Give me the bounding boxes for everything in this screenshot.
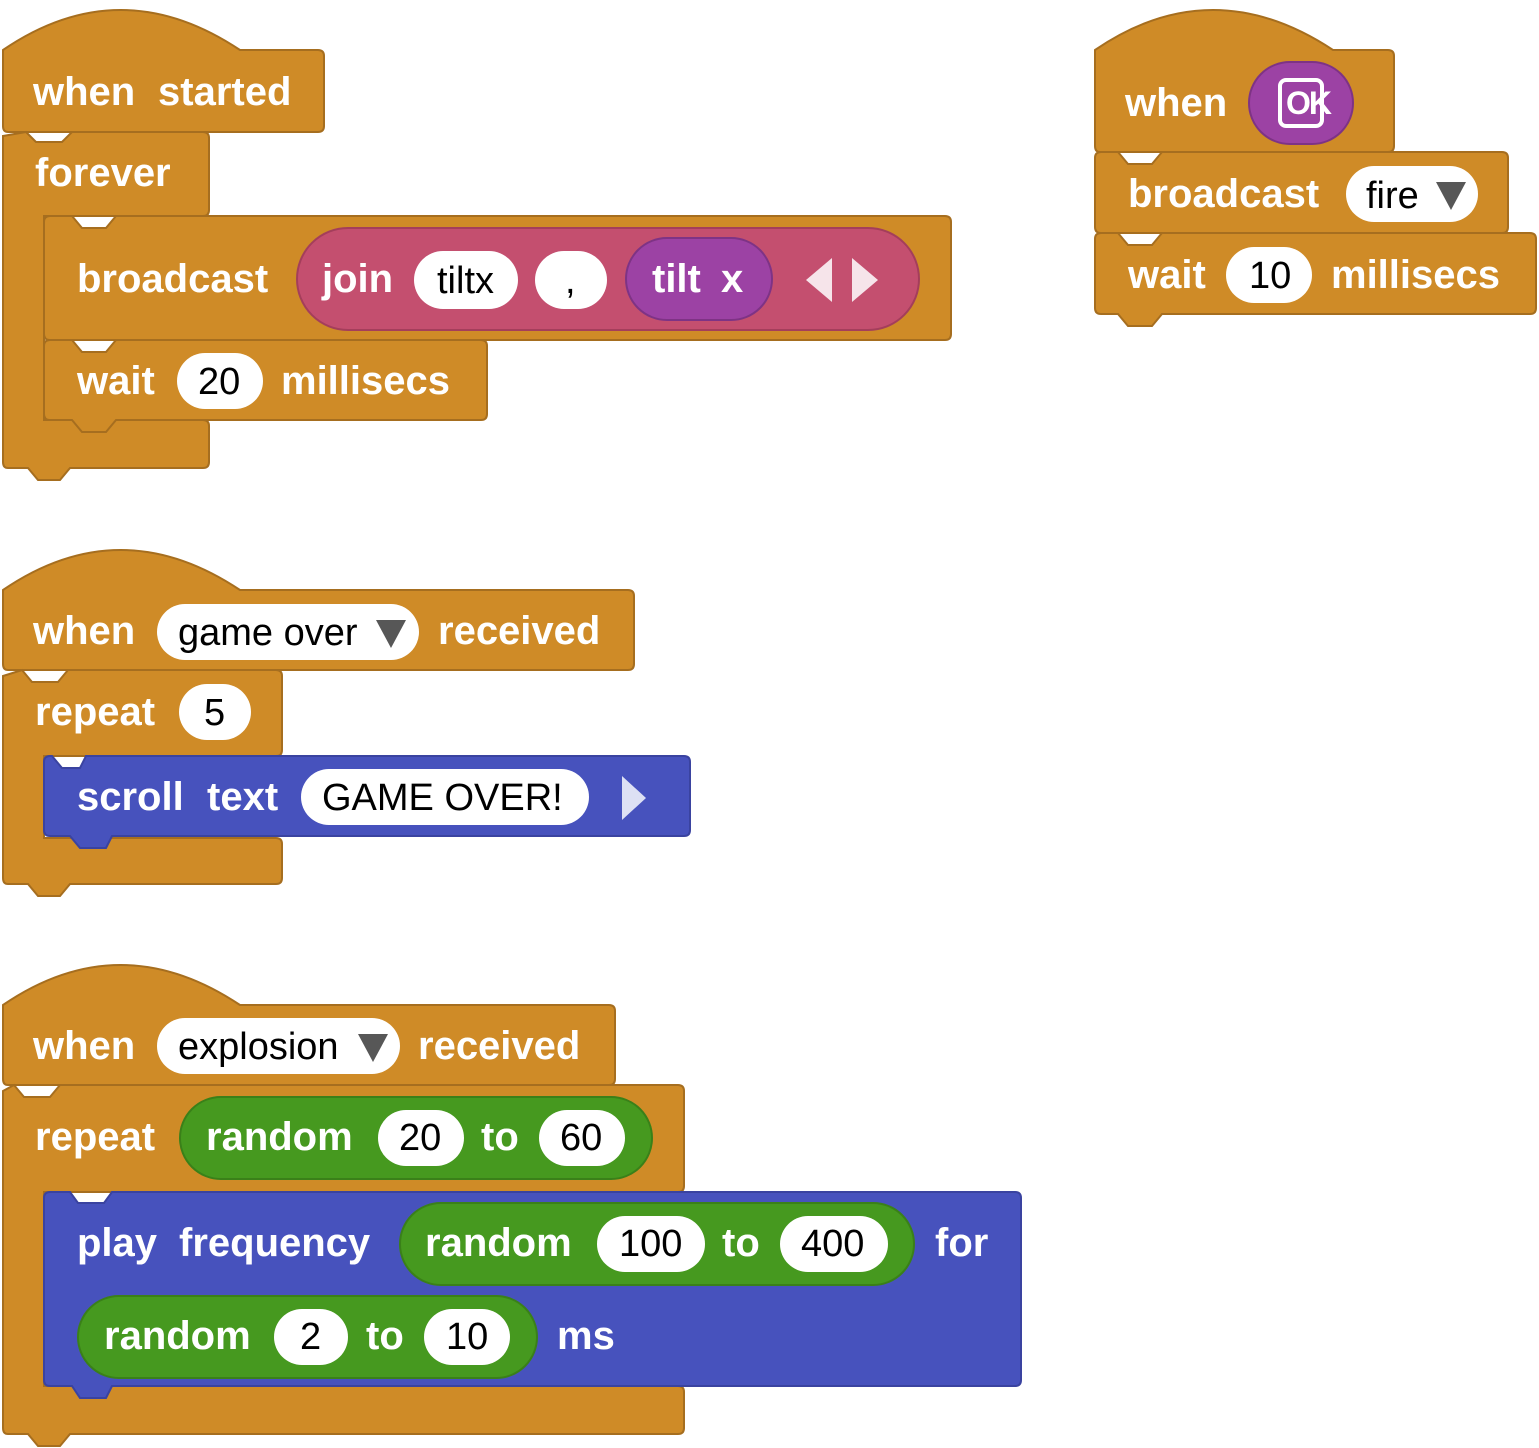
r1-to-field [539, 1110, 625, 1166]
wait-label[interactable]: wait [1128, 253, 1206, 297]
wait-10-field [1226, 247, 1312, 303]
join-field-b-value[interactable]: , [565, 260, 576, 302]
forever-label[interactable]: forever [35, 151, 171, 195]
r1-from-value[interactable]: 20 [399, 1117, 442, 1159]
join-field-a [414, 251, 518, 309]
wait-20-value[interactable]: 20 [198, 361, 241, 403]
r3-to-field [424, 1309, 510, 1365]
repeat-label[interactable]: repeat [35, 690, 156, 734]
r3-from-field [274, 1309, 348, 1365]
wait-10-block [1094, 232, 1537, 327]
random-label: random [104, 1314, 251, 1358]
r2-to-field [780, 1216, 888, 1272]
tilt-label: tilt [652, 257, 701, 301]
scroll-label[interactable]: scroll [77, 775, 184, 819]
fire-dropdown-value[interactable]: fire [1366, 175, 1419, 217]
fire-dropdown-arrow-icon [1436, 182, 1466, 210]
repeat-label[interactable]: repeat [35, 1115, 156, 1159]
broadcast-label[interactable]: broadcast [1128, 172, 1320, 216]
ok-button-reporter [1248, 61, 1354, 145]
join-add-arrow-icon [852, 258, 878, 302]
r2-from-field [597, 1216, 705, 1272]
explosion-dropdown-arrow-icon [358, 1034, 388, 1062]
r3-to-value[interactable]: 10 [446, 1316, 489, 1358]
to-label: to [722, 1221, 760, 1265]
when-label: when [1125, 81, 1228, 125]
text-label: text [207, 775, 279, 819]
random-label: random [425, 1221, 572, 1265]
fire-dropdown [1346, 166, 1478, 222]
to-label: to [366, 1314, 404, 1358]
to-label: to [481, 1115, 519, 1159]
hat-started-label: started [158, 70, 292, 114]
game-over-dropdown-value[interactable]: game over [178, 612, 358, 654]
wait-20-field [177, 353, 263, 409]
r2-to-value[interactable]: 400 [801, 1223, 865, 1265]
for-label: for [935, 1221, 989, 1265]
received-label: received [438, 609, 601, 653]
wait-10-value[interactable]: 10 [1249, 255, 1292, 297]
hat-block-when-started [1, 9, 325, 133]
broadcast-label[interactable]: broadcast [77, 257, 269, 301]
join-label: join [322, 257, 394, 301]
r3-from-value[interactable]: 2 [300, 1316, 322, 1358]
wait-block [43, 339, 488, 433]
when-label: when [33, 1024, 136, 1068]
r2-from-value[interactable]: 100 [619, 1223, 683, 1265]
tilt-axis-label: x [721, 257, 744, 301]
repeat-5-value[interactable]: 5 [204, 692, 226, 734]
game-over-dropdown-arrow-icon [376, 620, 406, 648]
ok-icon [1278, 78, 1324, 128]
game-over-dropdown [157, 604, 419, 660]
wait-unit-label: millisecs [1331, 253, 1501, 297]
join-field-a-value[interactable]: tiltx [437, 260, 494, 302]
received-label: received [418, 1024, 581, 1068]
r1-to-value[interactable]: 60 [560, 1117, 603, 1159]
hat-when-label: when [33, 70, 136, 114]
ok-icon-label[interactable]: OK [1286, 85, 1332, 121]
join-field-b [535, 251, 607, 309]
wait-label[interactable]: wait [77, 359, 155, 403]
scroll-text-field [301, 769, 589, 825]
when-label: when [33, 609, 136, 653]
r1-from-field [378, 1110, 464, 1166]
frequency-label: frequency [179, 1221, 371, 1265]
join-remove-arrow-icon [806, 258, 832, 302]
wait-unit-label: millisecs [281, 359, 451, 403]
play-label[interactable]: play [77, 1221, 158, 1265]
random-label: random [206, 1115, 353, 1159]
repeat-5-field [179, 684, 251, 740]
explosion-dropdown-value[interactable]: explosion [178, 1026, 339, 1068]
scroll-expand-arrow-icon [622, 776, 646, 820]
explosion-dropdown [157, 1018, 400, 1074]
scroll-text-value[interactable]: GAME OVER! [322, 777, 563, 819]
tilt-x-reporter [625, 237, 773, 321]
ms-label: ms [557, 1314, 615, 1358]
